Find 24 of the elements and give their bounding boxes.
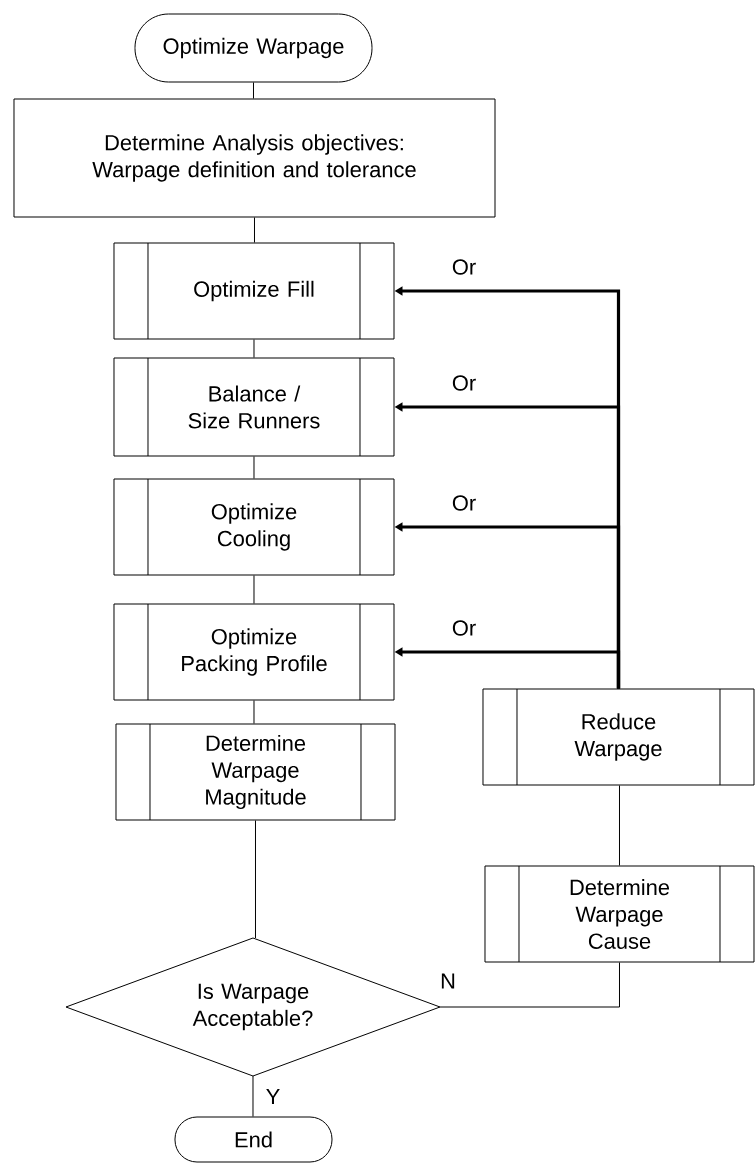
edge-label: N	[439, 972, 457, 990]
subprocess-box: Balance / Size Runners	[113, 357, 395, 457]
edge-label: Or	[450, 494, 478, 512]
edge-label: Y	[264, 1087, 282, 1106]
connector-line	[619, 785, 620, 866]
edge-label: Or	[450, 619, 478, 637]
subprocess-box: Optimize Packing Profile	[113, 603, 395, 701]
edge-label: Or	[450, 258, 478, 276]
connector-line	[253, 82, 254, 99]
subprocess-box: Determine Warpage Magnitude	[115, 723, 396, 821]
connector-line	[255, 820, 256, 939]
connector-line	[253, 700, 255, 724]
connector-line	[253, 456, 255, 479]
subprocess-box: Optimize Cooling	[113, 478, 395, 576]
connector-line	[253, 575, 255, 604]
subprocess-box: Optimize Fill	[113, 242, 395, 340]
subprocess-box: Reduce Warpage	[482, 688, 755, 786]
subprocess-box: Determine Warpage Cause	[484, 865, 755, 963]
process-box: Determine Analysis objectives: Warpage definition and tolerance	[13, 98, 496, 218]
connector-line	[253, 339, 255, 358]
connector-line	[254, 217, 255, 243]
connector-line	[252, 1075, 254, 1117]
connector-line	[439, 962, 620, 1008]
edge-label: Or	[450, 374, 478, 392]
